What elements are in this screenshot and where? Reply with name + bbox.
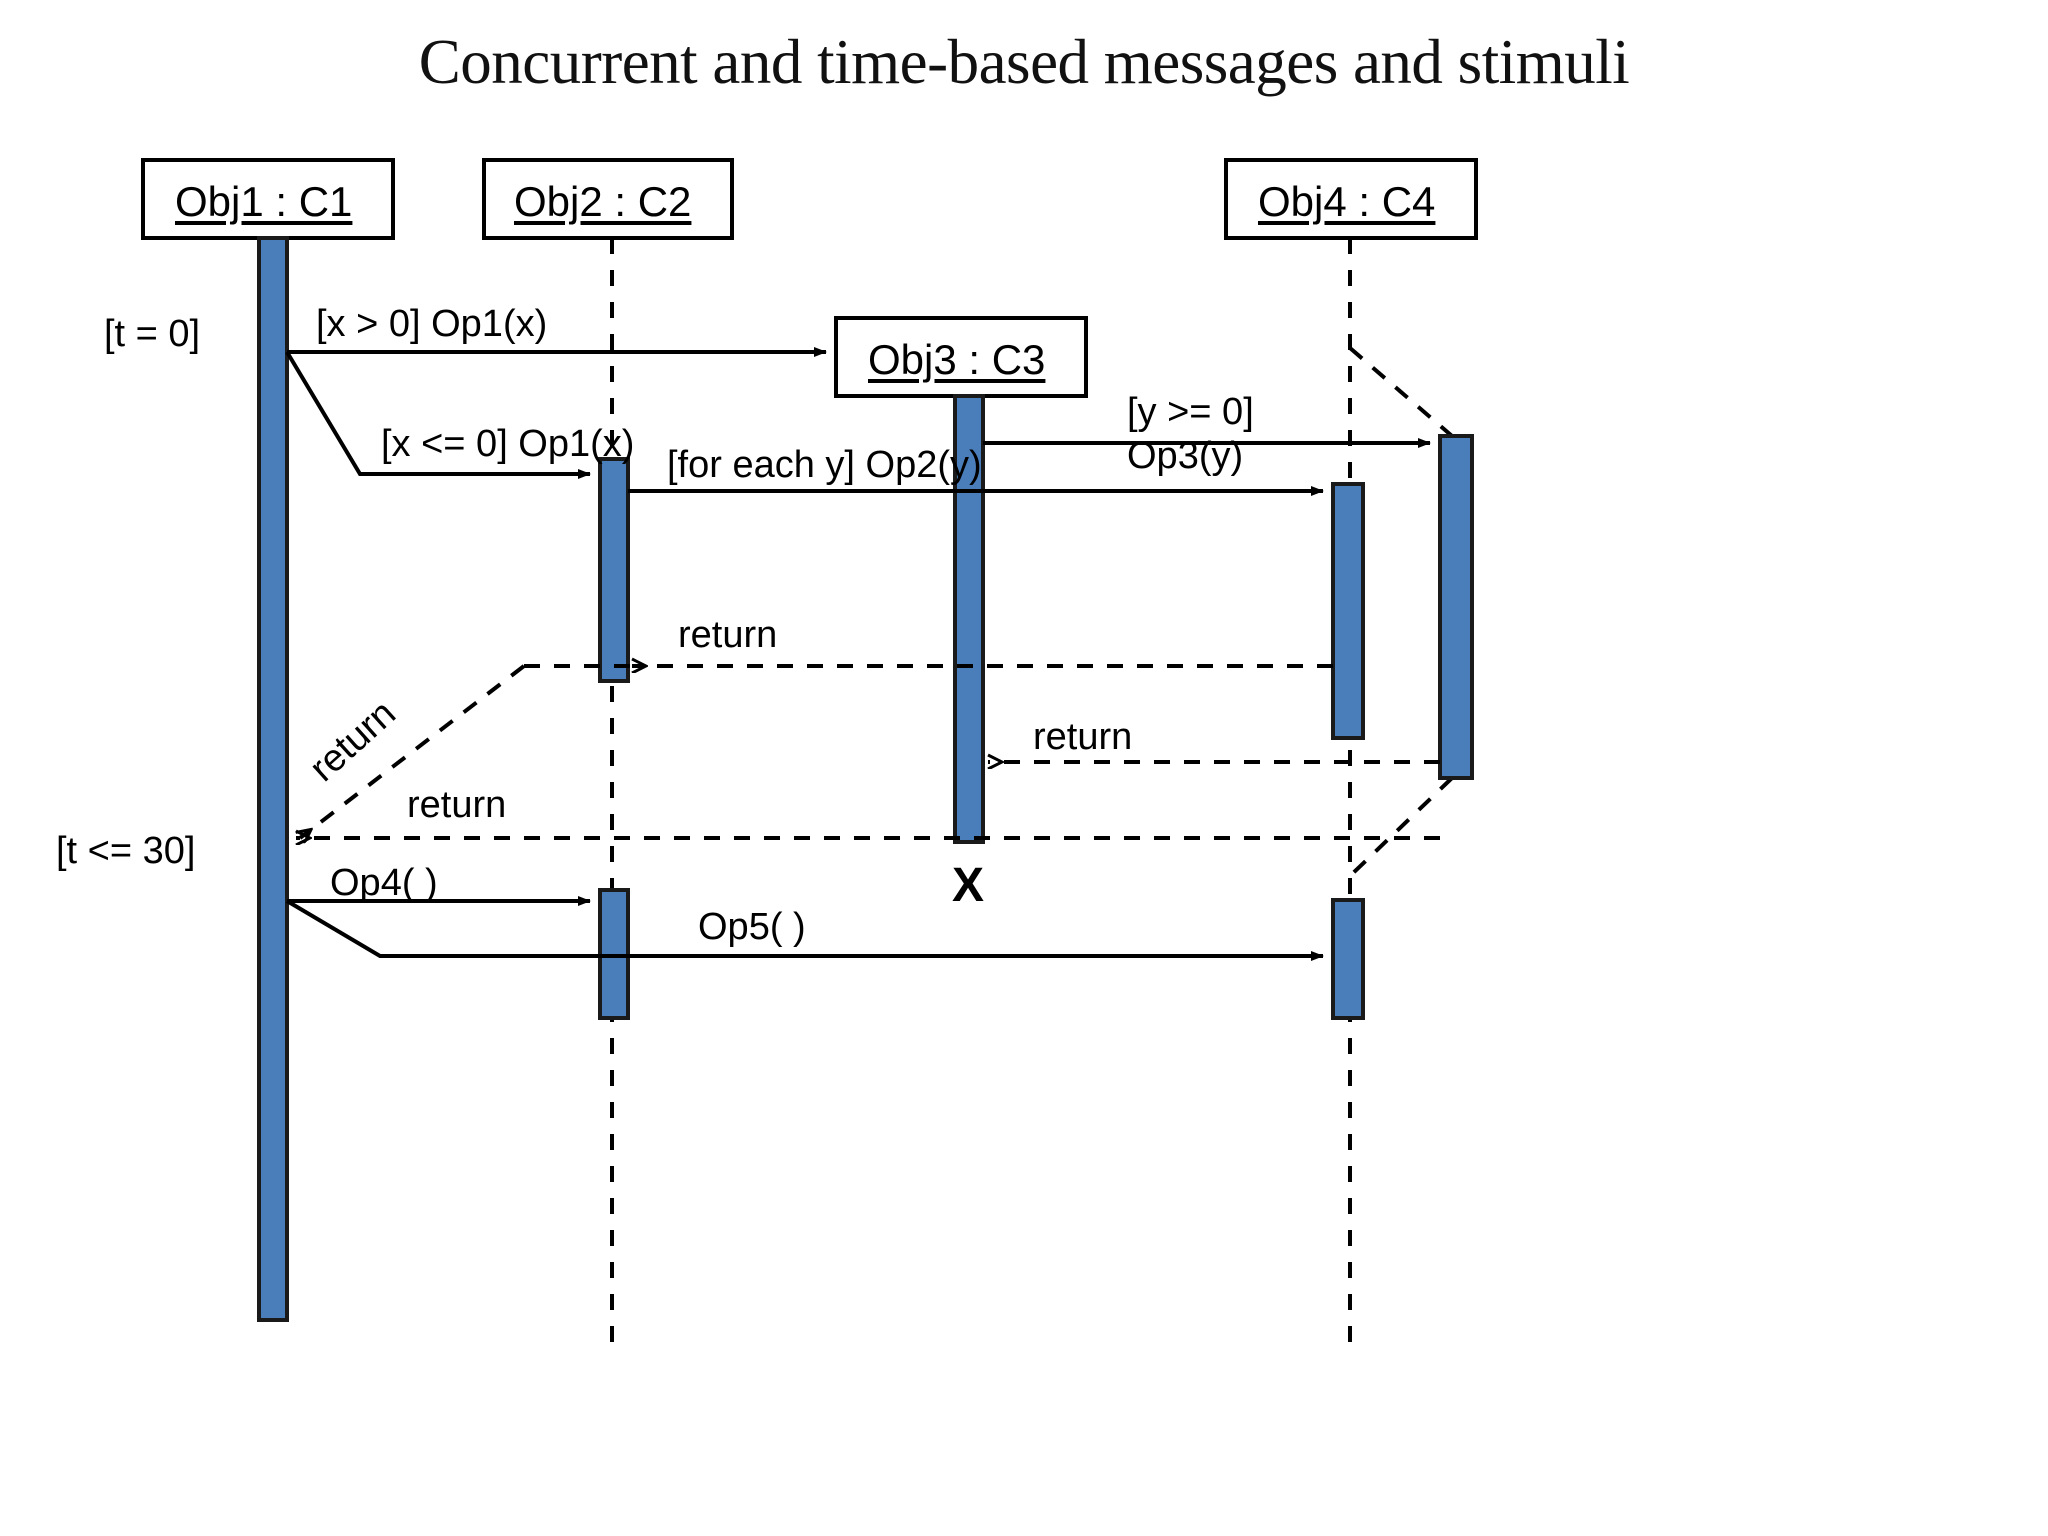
activation-bar-obj4-concurrent[interactable] — [1438, 434, 1474, 780]
activation-bar-obj2-first[interactable] — [598, 457, 630, 683]
concurrent-join-line — [1348, 776, 1454, 878]
message-label-m3: [for each y] Op2(y) — [667, 444, 982, 486]
page-title: Concurrent and time-based messages and s… — [418, 27, 1630, 97]
time-constraint-t0: [t = 0] — [104, 313, 201, 355]
destruction-marker-x: X — [952, 859, 985, 912]
return-label-r2: return — [1033, 716, 1133, 758]
return-label-r4: return — [407, 784, 507, 826]
concurrent-fork-line — [1348, 346, 1454, 438]
activation-bar-obj3[interactable] — [953, 394, 985, 844]
message-arrow-m6[interactable] — [285, 899, 1324, 961]
message-label-m4-operation: Op3(y) — [1127, 435, 1244, 477]
message-label-m1: [x > 0] Op1(x) — [316, 303, 548, 345]
object-label-obj1: Obj1 : C1 — [175, 178, 353, 225]
object-label-obj2: Obj2 : C2 — [514, 178, 692, 225]
activation-bar-obj1[interactable] — [257, 236, 289, 1322]
object-label-obj4: Obj4 : C4 — [1258, 178, 1436, 225]
message-label-m5: Op4( ) — [330, 862, 438, 904]
message-arrow-m2[interactable] — [285, 350, 591, 479]
message-label-m6: Op5( ) — [698, 906, 806, 948]
activation-bar-obj4-inner[interactable] — [1331, 482, 1365, 740]
object-box-obj3[interactable] — [834, 316, 1088, 398]
message-label-m2: [x <= 0] Op1(x) — [381, 423, 635, 465]
time-constraint-t30: [t <= 30] — [56, 830, 196, 872]
object-box-obj2[interactable] — [482, 158, 734, 240]
return-label-r1: return — [678, 614, 778, 656]
activation-bar-obj4-second[interactable] — [1331, 898, 1365, 1020]
object-label-obj3: Obj3 : C3 — [868, 336, 1046, 383]
object-box-obj1[interactable] — [141, 158, 395, 240]
message-label-m4-guard: [y >= 0] — [1127, 391, 1254, 433]
